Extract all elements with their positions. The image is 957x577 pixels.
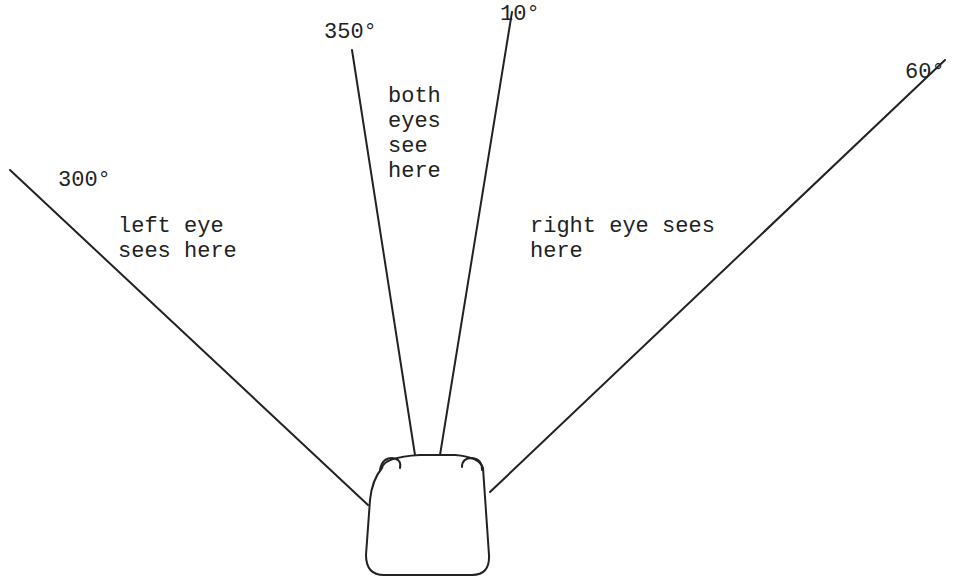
angle-label: 300° — [58, 168, 111, 193]
left-ear — [380, 458, 400, 470]
head-outline — [366, 455, 489, 575]
sight-line-60 — [490, 60, 945, 492]
region-label: both eyes see here — [388, 84, 441, 184]
right-ear — [462, 458, 482, 470]
angle-label: 10° — [500, 2, 540, 27]
region-label: left eye sees here — [118, 214, 276, 264]
angle-label: 350° — [324, 20, 377, 45]
angle-label: 60° — [905, 60, 945, 85]
region-label: right eye sees here — [530, 214, 728, 264]
sight-line-10 — [440, 12, 512, 455]
sight-line-300 — [10, 170, 368, 505]
